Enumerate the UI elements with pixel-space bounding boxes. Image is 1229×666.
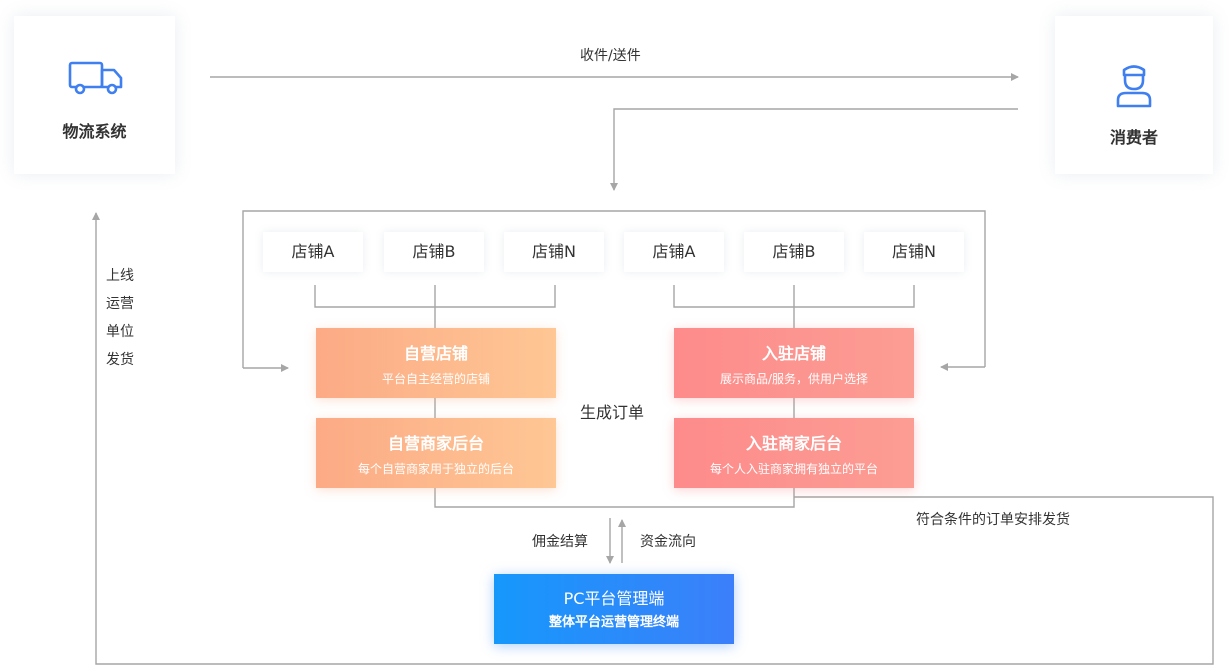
pickup-delivery-label: 收件/送件 — [580, 48, 641, 64]
stores-frame — [242, 210, 986, 368]
logistics-title: 物流系统 — [62, 122, 127, 141]
logistics-system-card: 物流系统 — [14, 16, 175, 174]
store-tab-right-n[interactable]: 店铺N — [864, 232, 964, 272]
tenant-store-subtitle: 展示商品/服务，供用户选择 — [719, 372, 869, 386]
consumer-card: 消费者 — [1055, 16, 1213, 174]
backend-join-line — [434, 488, 795, 508]
tenant-backend-subtitle: 每个人入驻商家拥有独立的平台 — [709, 462, 878, 476]
tenant-backend-box[interactable]: 入驻商家后台 每个人入驻商家拥有独立的平台 — [674, 418, 914, 488]
tenant-store-title: 入驻店铺 — [761, 344, 826, 363]
self-backend-subtitle: 每个自营商家用于独立的后台 — [357, 462, 514, 476]
self-backend-title: 自营商家后台 — [387, 434, 484, 453]
truck-icon — [68, 60, 124, 100]
shelf-ops-ship-label: 上线 运营 单位 发货 — [106, 262, 134, 374]
vlabel-line: 单位 — [106, 324, 134, 340]
vlabel-line: 运营 — [106, 296, 134, 312]
fund-flow-label: 资金流向 — [640, 534, 696, 550]
store-tab-left-a[interactable]: 店铺A — [263, 232, 363, 272]
generate-order-label: 生成订单 — [580, 403, 645, 422]
self-backend-box[interactable]: 自营商家后台 每个自营商家用于独立的后台 — [316, 418, 556, 488]
qualified-orders-label: 符合条件的订单安排发货 — [916, 512, 1070, 528]
pc-platform-box[interactable]: PC平台管理端 整体平台运营管理终端 — [494, 574, 734, 644]
store-tab-left-n[interactable]: 店铺N — [504, 232, 604, 272]
commission-label: 佣金结算 — [532, 534, 588, 550]
pc-platform-subtitle: 整体平台运营管理终端 — [548, 615, 679, 630]
store-tab-right-a[interactable]: 店铺A — [624, 232, 724, 272]
user-icon — [1115, 62, 1153, 112]
tenant-backend-title: 入驻商家后台 — [745, 434, 842, 453]
self-store-box[interactable]: 自营店铺 平台自主经营的店铺 — [316, 328, 556, 398]
tenant-store-box[interactable]: 入驻店铺 展示商品/服务，供用户选择 — [674, 328, 914, 398]
self-store-title: 自营店铺 — [403, 344, 468, 363]
shipping-loop-arrow — [92, 212, 1214, 665]
consumer-title: 消费者 — [1109, 128, 1158, 147]
store-tab-right-b[interactable]: 店铺B — [744, 232, 844, 272]
pc-platform-title: PC平台管理端 — [563, 589, 665, 608]
consumer-order-arrow — [610, 108, 1018, 191]
vlabel-line: 发货 — [106, 352, 134, 368]
vlabel-line: 上线 — [106, 268, 134, 284]
store-tab-left-b[interactable]: 店铺B — [384, 232, 484, 272]
self-store-subtitle: 平台自主经营的店铺 — [381, 372, 490, 386]
